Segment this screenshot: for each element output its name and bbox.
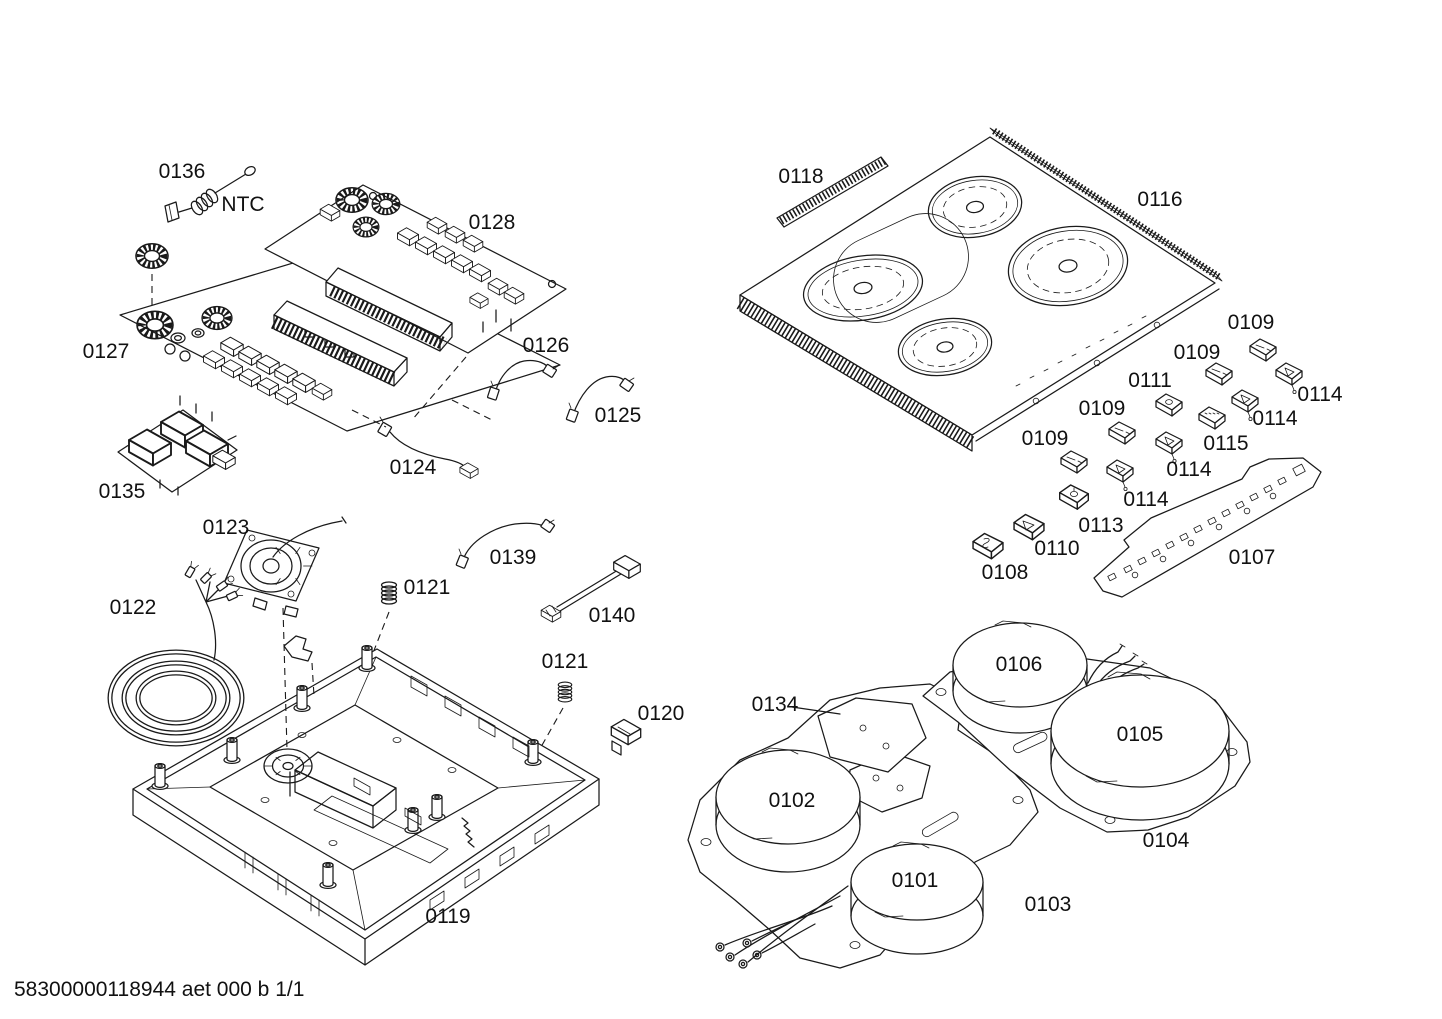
keypad-pcb-0107 bbox=[1093, 457, 1322, 598]
spring-0121-b bbox=[540, 681, 573, 748]
label-0134: 0134 bbox=[752, 693, 799, 716]
pcb-filter-board-0127-components bbox=[137, 300, 408, 422]
burner-left-dual-zone bbox=[802, 213, 969, 323]
induction-coil-0106 bbox=[952, 620, 1088, 734]
document-number-footer: 58300000118944 aet 000 b 1/1 bbox=[14, 978, 304, 1001]
wire-0124 bbox=[377, 416, 479, 479]
label-0114-a: 0114 bbox=[1297, 383, 1342, 406]
leader-clip-to-tray bbox=[311, 662, 315, 697]
trim-strip-0118 bbox=[776, 156, 889, 228]
wire-0125 bbox=[565, 375, 635, 423]
label-0119: 0119 bbox=[425, 905, 470, 928]
button-caps bbox=[972, 338, 1303, 560]
label-0140: 0140 bbox=[589, 604, 636, 627]
wire-0126 bbox=[486, 359, 559, 401]
label-0127: 0127 bbox=[83, 340, 130, 363]
control-printing-dots bbox=[1015, 315, 1147, 387]
label-0109-c: 0109 bbox=[1079, 397, 1126, 420]
label-0109-b: 0109 bbox=[1174, 341, 1221, 364]
relay-board-0135 bbox=[117, 409, 238, 496]
label-0102: 0102 bbox=[769, 789, 816, 812]
induction-coil-0102 bbox=[715, 747, 861, 873]
label-0111: 0111 bbox=[1128, 369, 1172, 392]
wire-0139 bbox=[455, 518, 556, 569]
label-0108: 0108 bbox=[982, 561, 1029, 584]
label-0113: 0113 bbox=[1078, 514, 1123, 537]
leader-0128-to-0124 bbox=[411, 356, 467, 421]
coil-wires-left bbox=[715, 885, 849, 969]
pcb-power-board-0128 bbox=[264, 185, 567, 354]
label-0123: 0123 bbox=[203, 516, 250, 539]
label-0128: 0128 bbox=[469, 211, 516, 234]
label-0120: 0120 bbox=[638, 702, 685, 725]
leader-board-to-0124 bbox=[351, 409, 387, 428]
part-labels: 0136 NTC 0128 0127 0126 0125 0124 0135 0… bbox=[83, 160, 1343, 928]
label-0125: 0125 bbox=[595, 404, 642, 427]
glass-cooktop-0116 bbox=[736, 127, 1223, 452]
label-0103: 0103 bbox=[1025, 893, 1072, 916]
label-0101: 0101 bbox=[892, 869, 939, 892]
ntc-sensor-0136 bbox=[164, 165, 256, 223]
label-0114-b: 0114 bbox=[1252, 407, 1297, 430]
induction-coil-0105 bbox=[1050, 671, 1230, 821]
label-0136: 0136 bbox=[159, 160, 206, 183]
label-0104: 0104 bbox=[1143, 829, 1190, 852]
mounting-clip bbox=[283, 635, 313, 662]
label-0110: 0110 bbox=[1034, 537, 1079, 560]
leader-board-to-0126 bbox=[451, 399, 493, 421]
cable-0140 bbox=[540, 554, 641, 623]
spring-0121-a bbox=[372, 581, 398, 654]
label-ntc: NTC bbox=[221, 193, 264, 216]
induction-coil-0101 bbox=[850, 841, 984, 955]
coil-bracket-0134 bbox=[791, 697, 927, 773]
label-0114-c: 0114 bbox=[1166, 458, 1211, 481]
cooling-fan-0123 bbox=[223, 516, 347, 618]
label-0122: 0122 bbox=[110, 596, 157, 619]
base-tray-0119 bbox=[132, 644, 600, 966]
label-0121-b: 0121 bbox=[542, 650, 589, 673]
label-0121-a: 0121 bbox=[404, 576, 451, 599]
burner-right-large bbox=[1007, 225, 1129, 307]
label-0135: 0135 bbox=[99, 480, 146, 503]
label-0126: 0126 bbox=[523, 334, 570, 357]
label-0105: 0105 bbox=[1117, 723, 1164, 746]
label-0118: 0118 bbox=[778, 165, 823, 188]
label-0109-d: 0109 bbox=[1022, 427, 1069, 450]
label-0109-a: 0109 bbox=[1228, 311, 1275, 334]
label-0115: 0115 bbox=[1203, 432, 1248, 455]
power-cord-0122 bbox=[107, 560, 245, 747]
label-0107: 0107 bbox=[1229, 546, 1276, 569]
label-0114-d: 0114 bbox=[1123, 488, 1168, 511]
label-0139: 0139 bbox=[490, 546, 537, 569]
label-0116: 0116 bbox=[1137, 188, 1182, 211]
burner-front-center bbox=[897, 317, 993, 377]
connector-0120 bbox=[610, 718, 642, 756]
toroid-choke-floating bbox=[136, 244, 168, 306]
label-0124: 0124 bbox=[390, 456, 437, 479]
label-0106: 0106 bbox=[996, 653, 1043, 676]
